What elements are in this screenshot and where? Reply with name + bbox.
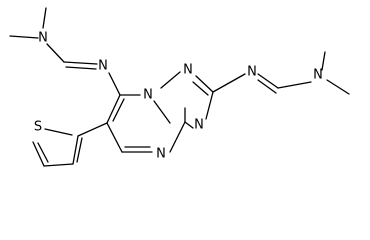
n-imine-top: N (98, 59, 108, 74)
n-triazole-top: N (183, 63, 193, 78)
chemical-structure: N N N N N N N N S (9, 7, 350, 167)
n-dimethylamino-right: N (313, 68, 323, 83)
atom-labels: N N N N N N N N S (34, 31, 323, 162)
n-triazole-right: N (194, 118, 204, 133)
n-pyrimidine-bottom: N (156, 147, 166, 162)
bond-lines (9, 7, 350, 167)
s-thiophene: S (34, 120, 42, 135)
n-imine-right: N (247, 65, 257, 80)
n-ring-junction: N (143, 88, 153, 103)
n-dimethylamino-top-left: N (38, 31, 48, 46)
